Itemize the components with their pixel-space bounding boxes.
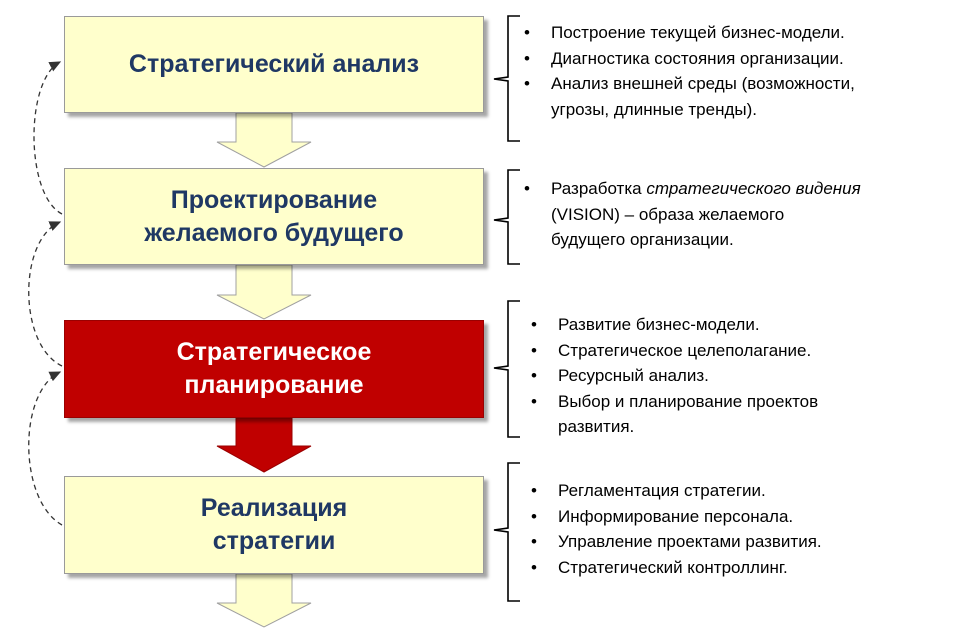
flow-arrow-4: [216, 573, 312, 628]
details-planning: Развитие бизнес-модели. Стратегическое ц…: [531, 312, 818, 440]
feedback-arrow-planning-to-design: [28, 221, 63, 367]
stage-title-design-line1: Проектирование: [170, 185, 378, 214]
list-item: Диагностика состояния организации.: [524, 46, 855, 72]
list-item: Стратегический контроллинг.: [531, 555, 822, 581]
brace-analysis: [493, 15, 520, 142]
stage-box-analysis: Стратегический анализ: [64, 16, 484, 113]
stage-title-planning-line1: Стратегическое: [176, 338, 372, 366]
list-item: Управление проектами развития.: [531, 529, 822, 555]
stage-title-analysis: Стратегический анализ: [128, 50, 420, 78]
details-analysis: Построение текущей бизнес-модели. Диагно…: [524, 20, 855, 122]
list-item: Построение текущей бизнес-модели.: [524, 20, 855, 46]
vision-emphasis: стратегического видения: [646, 179, 861, 198]
details-design: Разработка стратегического видения(VISIO…: [524, 176, 861, 253]
stage-title-design-line2: желаемого будущего: [144, 218, 404, 247]
flow-arrow-1: [216, 112, 312, 168]
details-implementation: Регламентация стратегии. Информирование …: [531, 478, 822, 581]
list-item: Ресурсный анализ.: [531, 363, 818, 389]
brace-planning: [493, 300, 520, 438]
feedback-arrow-design-to-analysis: [33, 61, 63, 215]
brace-design: [493, 169, 520, 265]
list-item: Анализ внешней среды (возможности,угрозы…: [524, 71, 855, 122]
list-item: Разработка стратегического видения(VISIO…: [524, 176, 861, 253]
flow-arrow-3: [216, 417, 312, 473]
list-item: Регламентация стратегии.: [531, 478, 822, 504]
list-item: Развитие бизнес-модели.: [531, 312, 818, 338]
stage-title-implementation-line2: стратегии: [212, 527, 336, 555]
flow-arrow-2: [216, 264, 312, 320]
stage-box-planning: Стратегическое планирование: [64, 320, 484, 418]
stage-title-planning-line2: планирование: [184, 371, 364, 399]
stage-box-implementation: Реализация стратегии: [64, 476, 484, 574]
list-item: Стратегическое целеполагание.: [531, 338, 818, 364]
stage-box-design: Проектирование желаемого будущего: [64, 168, 484, 265]
stage-title-implementation-line1: Реализация: [200, 494, 348, 522]
list-item: Информирование персонала.: [531, 504, 822, 530]
brace-implementation: [493, 462, 520, 602]
feedback-arrow-implementation-to-planning: [28, 371, 63, 526]
